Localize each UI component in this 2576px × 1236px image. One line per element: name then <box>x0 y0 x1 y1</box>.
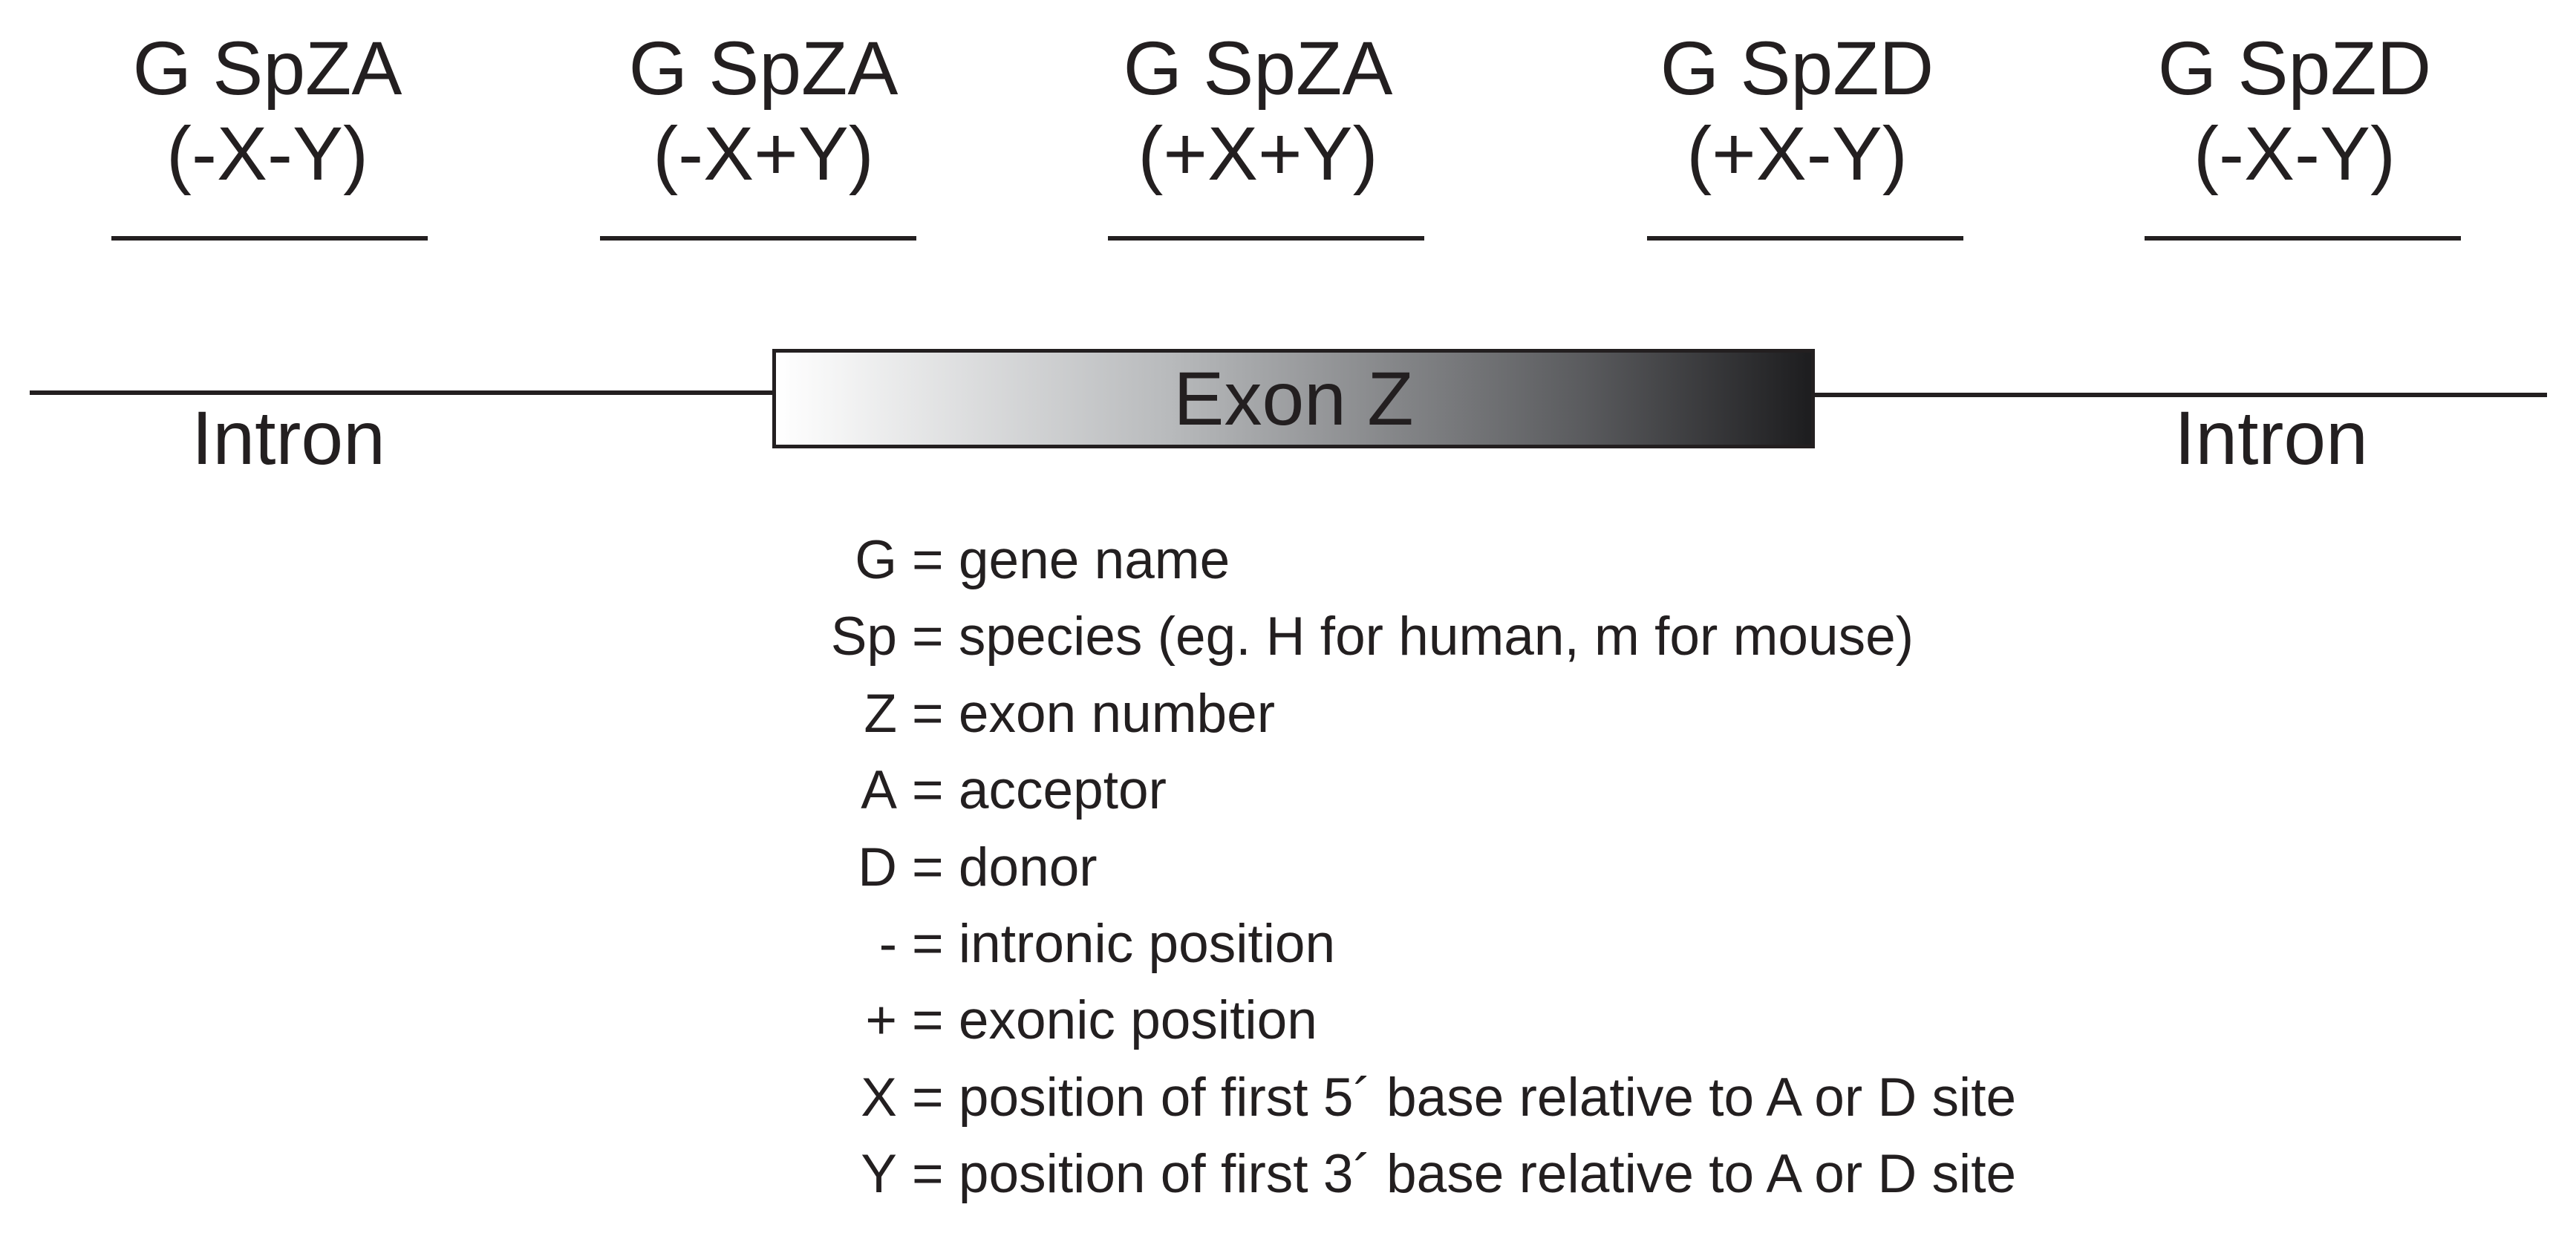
annotation-acceptor-minus-minus: G SpZA (-X-Y) <box>104 26 431 197</box>
legend-item: + = exonic position <box>0 982 2576 1059</box>
annotation-line1: G SpZD <box>2157 26 2432 111</box>
legend-text: = exon number <box>912 684 1276 744</box>
legend-text: = acceptor <box>912 760 1167 820</box>
legend-item: D = donor <box>0 829 2576 906</box>
legend-text: = exonic position <box>912 990 1317 1050</box>
legend-key: G <box>855 530 897 590</box>
intron-label-right: Intron <box>2174 396 2368 480</box>
legend-key: X <box>861 1067 897 1128</box>
annotation-line2: (-X-Y) <box>166 111 368 196</box>
legend-item: Y = position of first 3´ base relative t… <box>0 1136 2576 1212</box>
annotation-acceptor-minus-plus: G SpZA (-X+Y) <box>600 26 927 197</box>
annotation-line2: (+X+Y) <box>1138 111 1378 196</box>
legend-text: = gene name <box>912 530 1230 590</box>
intron-label-left: Intron <box>192 396 385 480</box>
exon-box: Exon Z <box>772 349 1815 448</box>
legend-item: Sp = species (eg. H for human, m for mou… <box>0 598 2576 675</box>
annotation-acceptor-plus-plus: G SpZA (+X+Y) <box>1095 26 1421 197</box>
intron-line-left <box>30 390 775 395</box>
annotation-underline <box>600 236 916 241</box>
annotation-underline <box>2145 236 2461 241</box>
legend-key: A <box>861 760 897 820</box>
legend-text: = position of first 3´ base relative to … <box>912 1144 2017 1204</box>
annotation-underline <box>1647 236 1963 241</box>
legend-item: G = gene name <box>0 522 2576 598</box>
legend-key: Sp <box>830 606 897 667</box>
annotation-donor-plus-minus: G SpZD (+X-Y) <box>1634 26 1960 197</box>
legend-text: = species (eg. H for human, m for mouse) <box>912 606 1914 667</box>
legend-item: A = acceptor <box>0 752 2576 828</box>
annotation-line1: G SpZD <box>1660 26 1934 111</box>
annotation-donor-minus-minus: G SpZD (-X-Y) <box>2131 26 2458 197</box>
legend-key: - <box>878 914 897 974</box>
annotation-line1: G SpZA <box>628 26 899 111</box>
legend-text: = position of first 5´ base relative to … <box>912 1067 2017 1128</box>
legend-text: = intronic position <box>912 914 1336 974</box>
annotation-line2: (-X-Y) <box>2194 111 2396 196</box>
annotation-line2: (+X-Y) <box>1686 111 1908 196</box>
annotation-line1: G SpZA <box>132 26 402 111</box>
legend-key: + <box>865 990 897 1050</box>
legend-item: - = intronic position <box>0 906 2576 982</box>
intron-line-right <box>1812 393 2547 397</box>
annotation-line1: G SpZA <box>1123 26 1393 111</box>
legend-item: X = position of first 5´ base relative t… <box>0 1059 2576 1136</box>
legend-text: = donor <box>912 837 1098 897</box>
annotation-underline <box>1108 236 1424 241</box>
legend-key: D <box>858 837 897 897</box>
exon-label: Exon Z <box>1173 356 1414 441</box>
legend-key: Y <box>861 1144 897 1204</box>
annotation-line2: (-X+Y) <box>653 111 874 196</box>
annotation-underline <box>111 236 428 241</box>
legend-item: Z = exon number <box>0 676 2576 752</box>
legend-key: Z <box>864 684 897 744</box>
